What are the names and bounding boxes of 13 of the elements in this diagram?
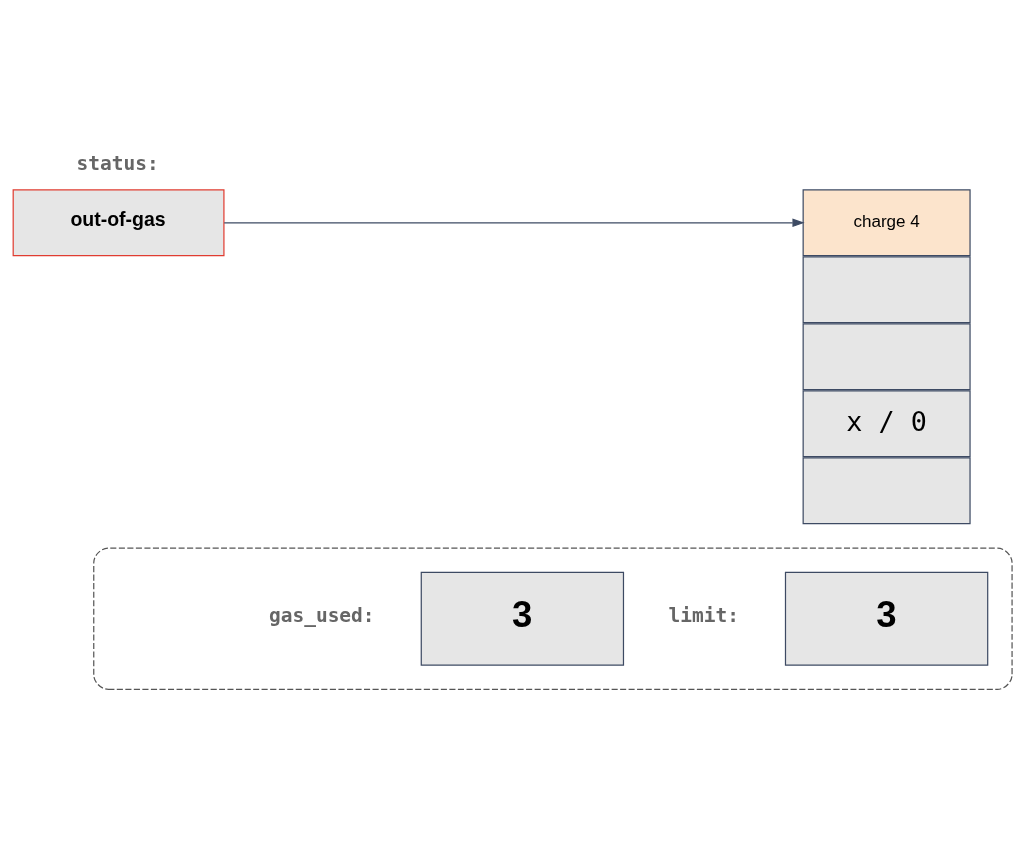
- node-box: [802, 256, 971, 324]
- node-label: gas_used:: [269, 604, 375, 628]
- node-box: 3: [784, 571, 989, 666]
- node-label: status:: [76, 152, 159, 176]
- node-box: [802, 457, 971, 525]
- node-box: out-of-gas: [12, 189, 225, 257]
- node-box: [802, 323, 971, 391]
- node-box: 3: [420, 571, 625, 666]
- arrow: [223, 218, 805, 228]
- node-box: charge 4: [802, 189, 971, 257]
- cluster: [93, 547, 1013, 690]
- node-label: limit:: [668, 604, 739, 628]
- node-box: x / 0: [802, 390, 971, 458]
